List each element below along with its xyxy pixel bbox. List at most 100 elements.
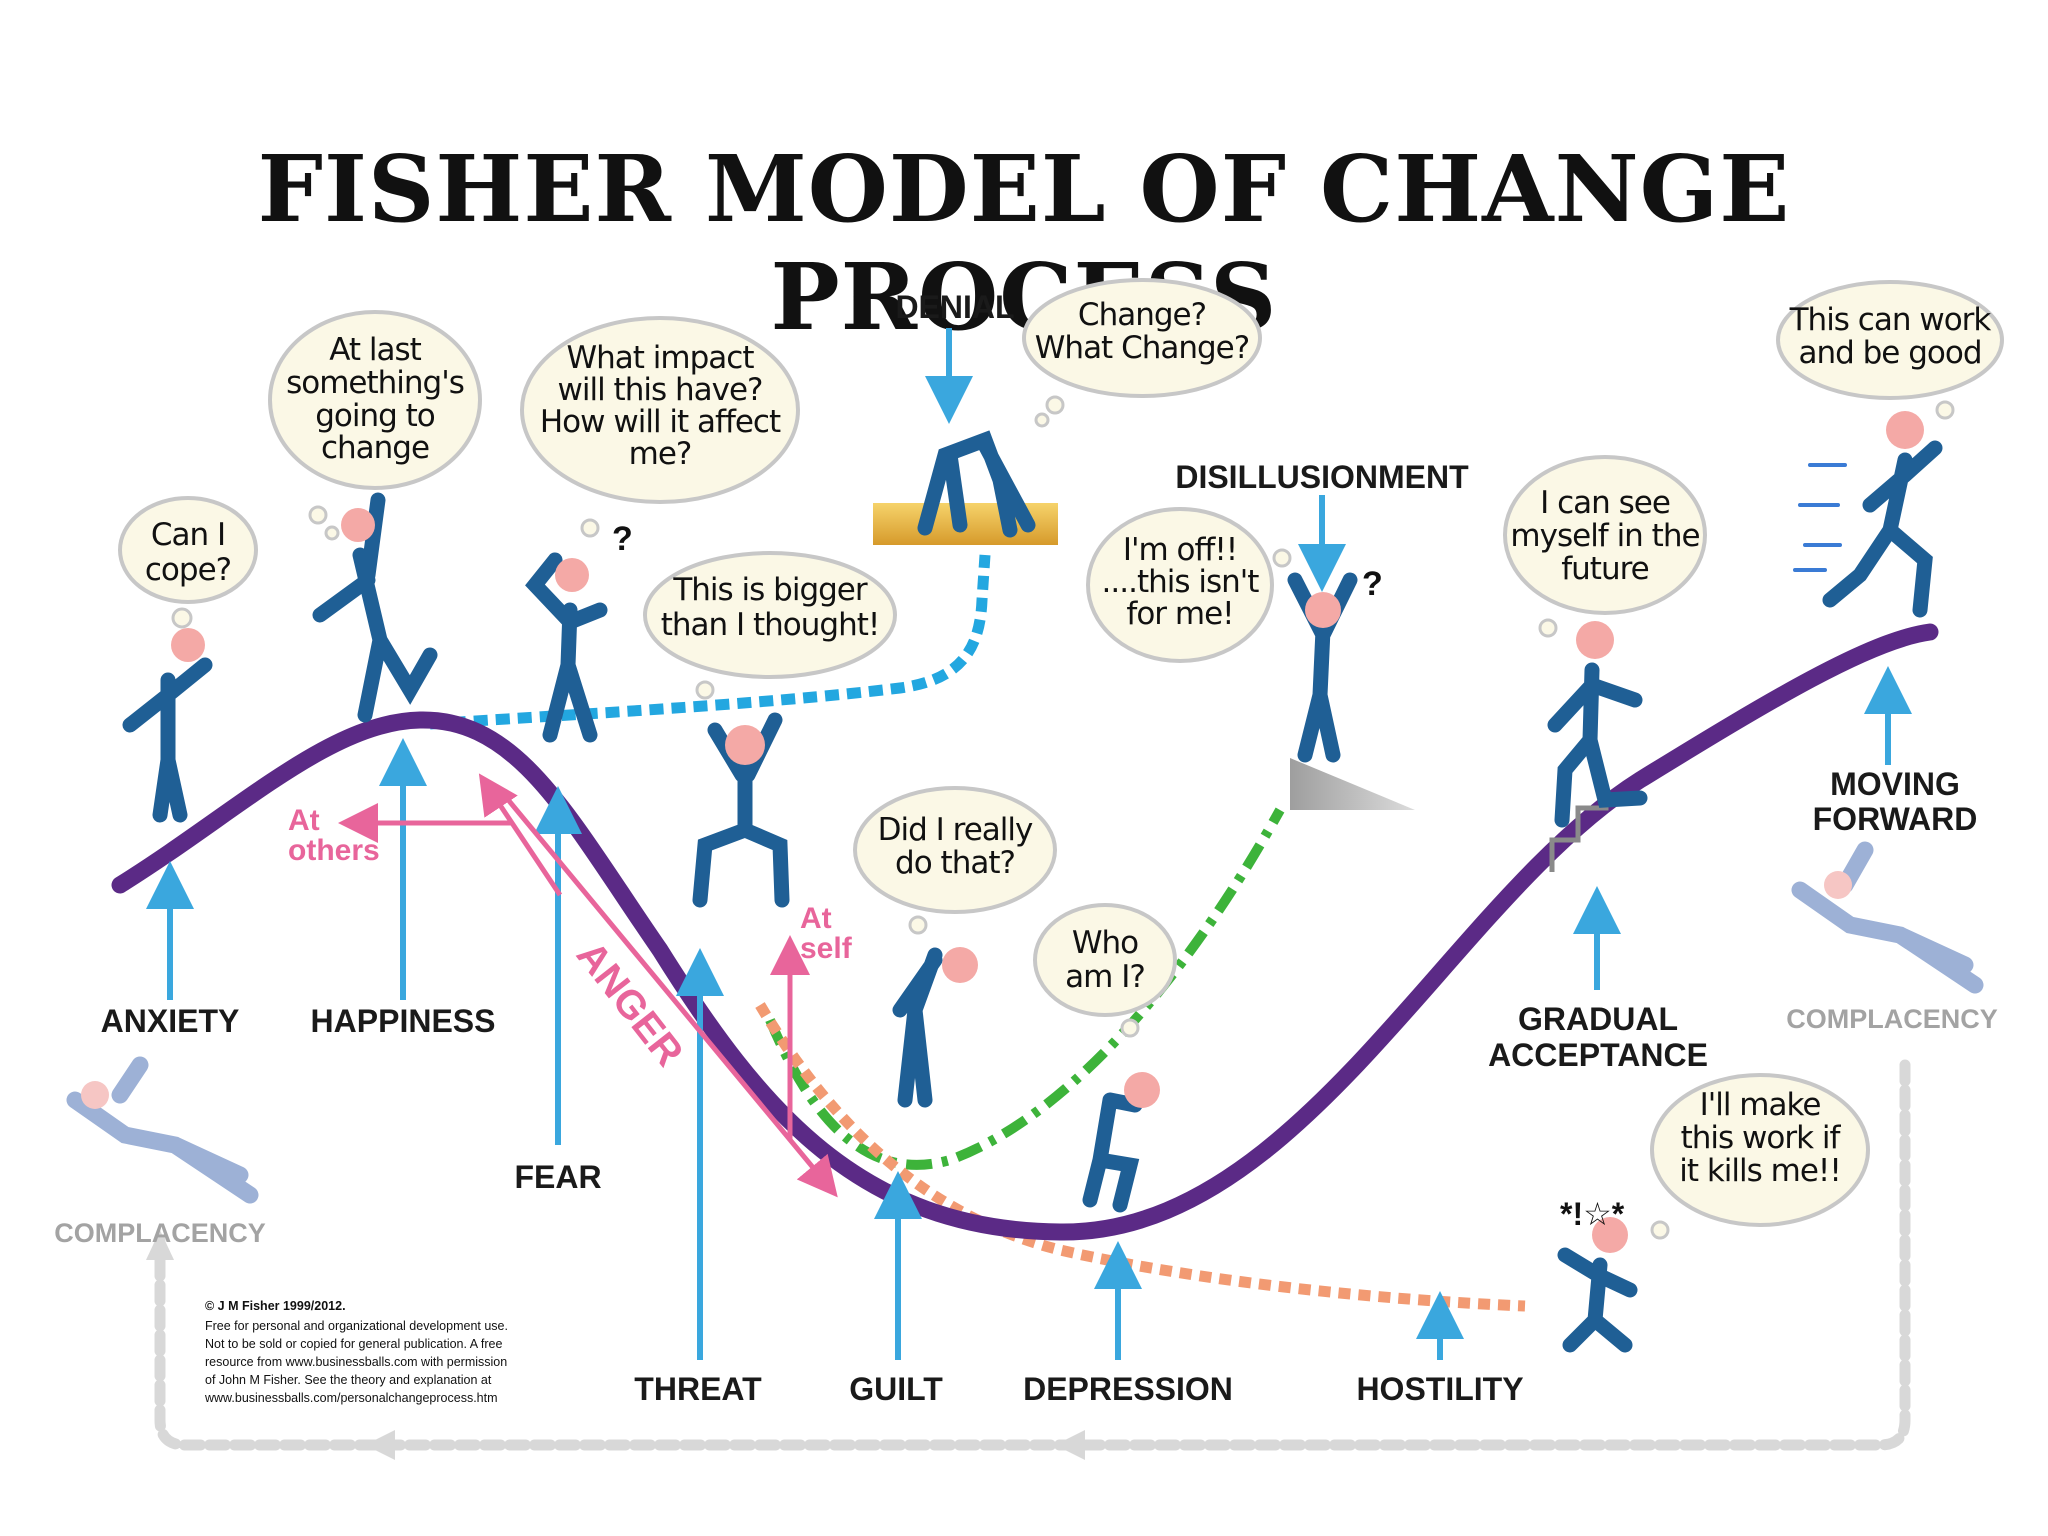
copyright-line: of John M Fisher. See the theory and exp… [205,1373,492,1387]
bubble-line: going to [315,398,435,434]
label-happiness: HAPPINESS [311,1003,496,1039]
label-at-others-2: others [288,834,380,867]
label-fear: FEAR [514,1159,601,1195]
bubble-line: ....this isn't [1102,564,1260,600]
bubble-line: Change? [1078,297,1206,333]
figure-hostility [1557,1217,1638,1353]
bubble-line: myself in the [1510,518,1699,554]
label-at-others-1: At [288,804,320,837]
bubble-line: for me! [1126,596,1233,632]
disillusion-ramp [1290,758,1415,810]
anger-main-arrow [498,788,838,1198]
complacency-loop-arrowhead [365,1430,395,1460]
hostility-path [755,1002,1526,1312]
bubble-line: What impact [567,340,755,376]
label-complacency-right: COMPLACENCY [1786,1004,1998,1034]
complacency-loop-path [154,1059,1911,1451]
bubble-line: than I thought! [661,607,880,643]
bubble-change-what: Change?What Change? [1022,278,1262,428]
figure-happiness [312,492,438,723]
copyright-block: © J M Fisher 1999/2012. Free for persona… [204,1299,508,1405]
bubble-line: Can I [151,517,225,553]
label-anxiety: ANXIETY [101,1003,240,1039]
complacency-loop-arrowhead [1055,1430,1085,1460]
bubble-line: am I? [1065,959,1145,995]
label-complacency-left: COMPLACENCY [54,1218,266,1248]
bubble-line: At last [329,332,421,368]
anger-back-arrow [478,773,563,897]
label-moving: MOVING [1830,766,1960,802]
figure-threat [692,712,790,908]
figure-fear [525,552,608,743]
bubble-line: I'll make [1700,1087,1821,1123]
figure-guilt [892,947,978,1108]
figure-moving-forward [1793,411,1943,618]
bubble-line: do that? [895,845,1015,881]
bubble-line: it kills me!! [1679,1153,1841,1189]
figure-acceptance [1547,621,1648,828]
bubble-line: future [1561,551,1649,587]
figure-disillusionment [1287,572,1358,763]
label-hostility: HOSTILITY [1356,1371,1523,1407]
bubble-line: What Change? [1035,330,1249,366]
copyright-line: Free for personal and organizational dev… [205,1319,508,1333]
label-disillusionment: DISILLUSIONMENT [1175,459,1469,495]
copyright-line: www.businessballs.com/personalchangeproc… [204,1391,498,1405]
label-denial: DENIAL [895,289,1014,325]
copyright-line: resource from www.businessballs.com with… [205,1355,507,1369]
label-threat: THREAT [634,1371,762,1407]
question-mark-disillusion: ? [1362,565,1383,603]
bubble-line: I'm off!! [1123,532,1237,568]
svg-text:Change?What Change?: Change?What Change? [1035,297,1249,366]
figure-anxiety [122,628,213,823]
bubble-line: Did I really [878,812,1033,848]
disillusionment-path [765,807,1285,1170]
copyright-line: Not to be sold or copied for general pub… [205,1337,502,1351]
bubble-line: This can work [1789,302,1992,338]
bubble-line: cope? [145,552,231,588]
label-acceptance: ACCEPTANCE [1488,1037,1708,1073]
bubble-line: me? [629,436,692,472]
label-at-self-1: At [800,902,832,935]
denial-path [429,554,991,730]
label-forward: FORWARD [1813,801,1978,837]
label-at-self-2: self [800,932,853,965]
bubble-line: How will it affect [540,404,781,440]
hostility-symbols: *!☆* [1560,1196,1625,1232]
figure-depression [1082,1072,1160,1213]
bubble-line: Who [1072,925,1138,961]
bubble-line: This is bigger [672,572,868,608]
complacency-loop-arrowhead [146,1230,174,1260]
label-depression: DEPRESSION [1023,1371,1233,1407]
bubble-line: will this have? [558,372,763,408]
bubble-line: and be good [1798,335,1981,371]
label-gradual: GRADUAL [1518,1001,1678,1037]
bubble-line: this work if [1681,1120,1842,1156]
figure-complacency-right [1791,841,1984,994]
bubble-line: change [321,430,429,466]
bubble-line: something's [286,365,464,401]
figure-denial [917,430,1036,538]
